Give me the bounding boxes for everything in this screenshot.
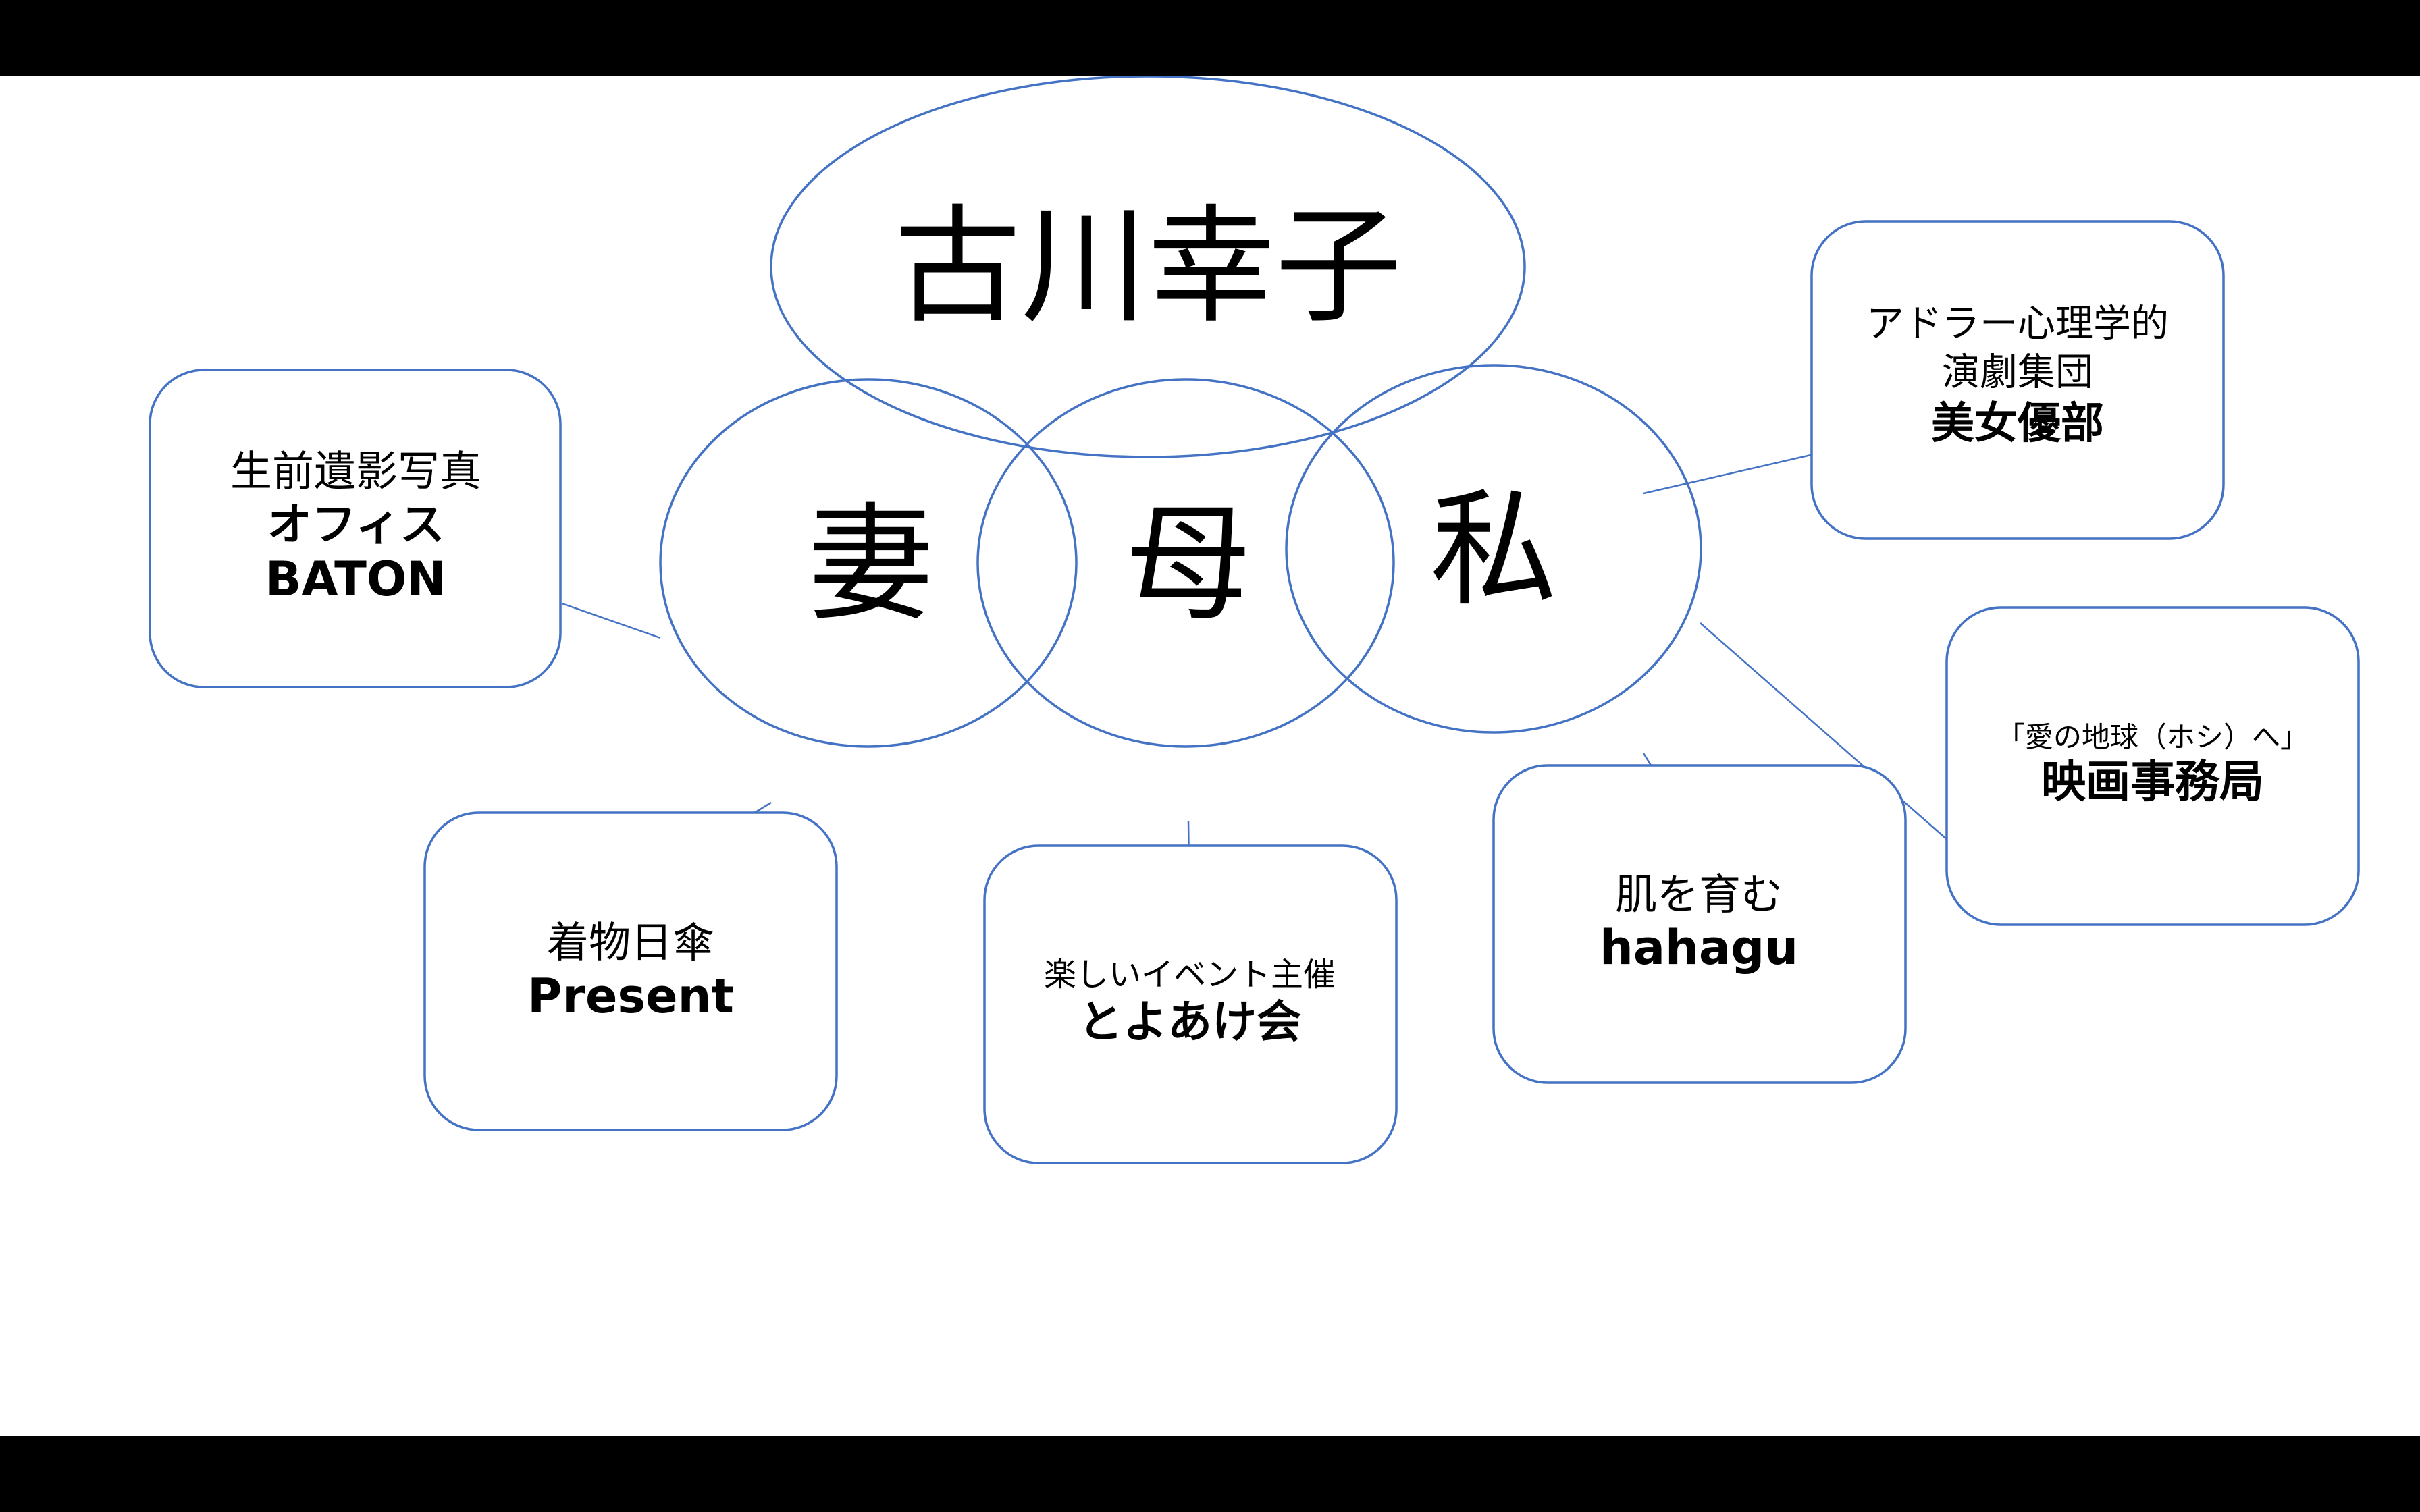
box-hahagu-line2: hahagu [1600,920,1798,975]
box-baton-line3: BATON [265,551,446,607]
ellipse-self [1285,364,1702,734]
box-eiga-line2: 映画事務局 [2041,756,2264,808]
box-present-line1: 着物日傘 [547,918,714,967]
boxes [149,220,2360,1164]
connector-wife-baton [561,602,661,639]
box-hahagu [1492,764,1907,1084]
box-baton-line1: 生前遺影写真 [230,447,481,496]
slide-canvas: 古川幸子 妻 母 私 生前遺影写真 オフィス BATON 着物日傘 Presen… [0,76,2420,1436]
mind-map-diagram: 古川幸子 妻 母 私 生前遺影写真 オフィス BATON 着物日傘 Presen… [149,76,2360,1164]
box-toyoake-line2: とよあけ会 [1078,996,1301,1048]
connector-self-bijo [1643,454,1812,495]
ellipse-name [770,76,1526,458]
box-present-line2: Present [527,969,734,1024]
role-mother-label: 母 [1125,491,1252,639]
role-wife-label: 妻 [808,491,935,639]
box-eiga-line1: 「愛の地球（ホシ）へ」 [1997,721,2309,754]
box-baton-line2: オフィス [267,499,445,551]
name-title: 古川幸子 [894,193,1402,341]
box-toyoake [983,844,1398,1164]
box-bijo [1810,220,2225,540]
box-toyoake-line1: 楽しいイベント主催 [1044,956,1336,994]
box-eiga [1945,606,2360,926]
role-self-label: 私 [1430,477,1557,624]
box-hahagu-line1: 肌を育む [1615,870,1783,919]
ellipses [659,76,1702,748]
box-present [423,811,838,1131]
box-bijo-line3: 美女優部 [1931,399,2104,449]
ellipse-wife [659,378,1078,748]
box-bijo-line2: 演劇集団 [1942,351,2093,395]
box-bijo-line1: アドラー心理学的 [1866,302,2169,346]
ellipse-mother [976,378,1395,748]
connector-self-eiga [1700,622,1949,841]
box-baton [149,369,562,688]
